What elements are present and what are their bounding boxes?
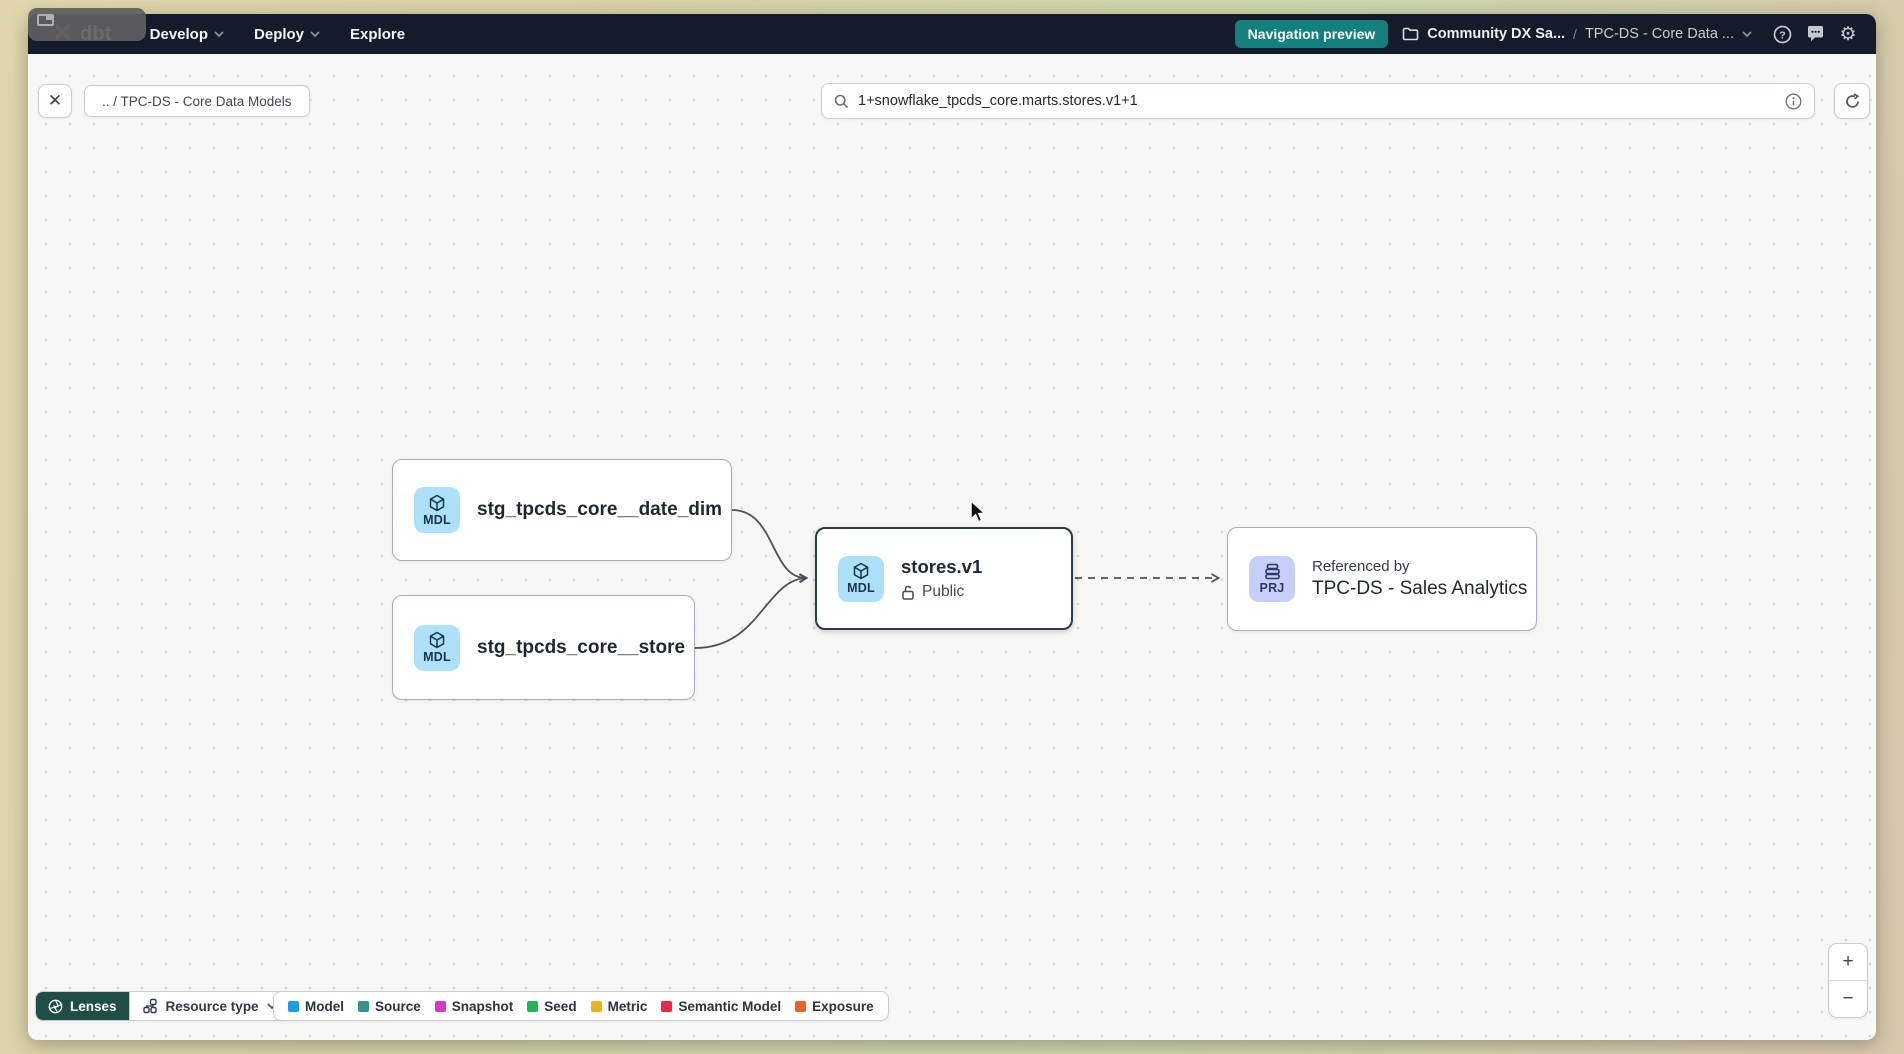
lenses-label: Lenses — [70, 998, 117, 1014]
lineage-breadcrumb-chip[interactable]: .. / TPC-DS - Core Data Models — [84, 85, 310, 117]
close-lineage-button[interactable]: ✕ — [38, 84, 72, 118]
nav-item-deploy[interactable]: Deploy — [254, 26, 320, 43]
svg-text:?: ? — [1779, 29, 1785, 41]
nav-item-explore[interactable]: Explore — [350, 26, 405, 43]
legend-item-snapshot: Snapshot — [434, 998, 514, 1014]
legend-items: Model Source Snapshot Seed Metric Semantic Mo… — [273, 991, 889, 1021]
nav-right: Navigation preview Community DX Sa... / … — [1234, 20, 1858, 48]
model-resource-badge: MDL — [838, 555, 884, 602]
resource-type-icon — [142, 998, 157, 1014]
model-resource-badge: MDL — [414, 487, 460, 533]
stack-icon — [1264, 563, 1280, 580]
node-label: stores.v1 — [901, 556, 983, 577]
resource-type-dropdown[interactable]: Resource type — [128, 992, 289, 1020]
badge-label: MDL — [423, 650, 451, 664]
legend-label: Exposure — [812, 998, 874, 1014]
legend-swatch — [527, 1000, 539, 1012]
zoom-controls: + − — [1828, 943, 1868, 1018]
nav-item-develop[interactable]: Develop — [150, 26, 224, 43]
nav-item-label: Explore — [350, 25, 406, 43]
info-icon[interactable] — [1785, 92, 1802, 110]
node-text-block: stores.v1 Public — [901, 556, 982, 601]
nav-item-label: Develop — [149, 25, 209, 43]
node-label: TPC-DS - Sales Analytics — [1312, 578, 1528, 599]
legend-swatch — [434, 1000, 446, 1012]
access-label: Public — [922, 583, 965, 600]
chevron-down-icon — [1742, 31, 1752, 37]
legend-swatch — [795, 1000, 807, 1012]
legend-item-seed: Seed — [527, 998, 577, 1014]
node-text-block: Referenced by TPC-DS - Sales Analytics — [1312, 558, 1527, 600]
chevron-down-icon — [214, 31, 224, 37]
legend-item-metric: Metric — [590, 998, 648, 1014]
window-icon — [37, 14, 54, 26]
lineage-canvas[interactable]: ✕ .. / TPC-DS - Core Data Models — [28, 54, 1876, 1040]
node-stg-tpcds-core-store[interactable]: MDL stg_tpcds_core__store — [392, 595, 695, 700]
legend-swatch — [590, 1000, 602, 1012]
breadcrumb-section: TPC-DS - Core Data ... — [1584, 26, 1734, 42]
nav-icons: ? ⚙ — [1772, 23, 1858, 45]
settings-gear-icon[interactable]: ⚙ — [1839, 23, 1857, 45]
badge-label: PRJ — [1259, 581, 1285, 595]
legend-label: Snapshot — [451, 998, 514, 1014]
mouse-cursor — [970, 500, 987, 523]
node-access-row: Public — [901, 583, 982, 601]
legend-item-semantic-model: Semantic Model — [661, 999, 781, 1014]
refresh-icon — [1845, 92, 1859, 108]
legend-label: Model — [305, 998, 344, 1014]
resource-type-label: Resource type — [165, 998, 259, 1014]
node-stg-tpcds-core-date-dim[interactable]: MDL stg_tpcds_core__date_dim — [392, 459, 732, 561]
legend-label: Source — [375, 998, 421, 1014]
nav-item-label: Deploy — [254, 25, 305, 43]
cube-icon — [429, 631, 445, 649]
legend-label: Semantic Model — [678, 998, 782, 1014]
badge-label: MDL — [847, 581, 875, 595]
lineage-search-bar — [821, 83, 1815, 119]
legend-swatch — [288, 1000, 299, 1012]
navigation-preview-badge[interactable]: Navigation preview — [1234, 20, 1389, 48]
legend-item-source: Source — [358, 999, 421, 1014]
badge-label: MDL — [423, 512, 451, 527]
legend-swatch — [661, 1000, 673, 1012]
cube-icon — [853, 562, 869, 580]
nav-menus: Develop Deploy Explore — [150, 26, 405, 43]
top-navbar: ✕ dbt Develop Deploy Explore Navigation … — [28, 14, 1876, 54]
screen-capture-overlay — [28, 8, 146, 41]
breadcrumb-separator: / — [1573, 26, 1577, 42]
project-resource-badge: PRJ — [1249, 556, 1295, 602]
node-label: stg_tpcds_core__store — [477, 636, 686, 658]
lenses-control: Lenses Resource type — [35, 991, 290, 1021]
legend-item-model: Model — [288, 999, 344, 1014]
legend-label: Seed — [544, 998, 577, 1014]
lock-open-icon — [902, 585, 914, 600]
lenses-button[interactable]: Lenses — [36, 992, 129, 1020]
node-tpcds-sales-analytics[interactable]: PRJ Referenced by TPC-DS - Sales Analyti… — [1227, 527, 1537, 631]
refresh-lineage-button[interactable] — [1834, 83, 1870, 119]
node-label: stg_tpcds_core__date_dim — [477, 499, 722, 520]
breadcrumb-project: Community DX Sa... — [1427, 26, 1566, 42]
zoom-out-button[interactable]: − — [1842, 988, 1854, 1009]
dbt-app-window: ✕ dbt Develop Deploy Explore Navigation … — [28, 14, 1876, 1040]
legend-label: Metric — [607, 998, 648, 1014]
selector-search-input[interactable] — [858, 93, 1776, 109]
legend-item-exposure: Exposure — [795, 999, 874, 1014]
cube-icon — [429, 494, 445, 511]
account-breadcrumb[interactable]: Community DX Sa... / TPC-DS - Core Data … — [1402, 26, 1752, 42]
model-resource-badge: MDL — [414, 624, 460, 671]
node-kicker: Referenced by — [1312, 558, 1410, 575]
node-stores-v1[interactable]: MDL stores.v1 Public — [815, 527, 1073, 630]
search-icon — [834, 94, 849, 108]
zoom-in-button[interactable]: + — [1829, 944, 1867, 981]
lens-aperture-icon — [48, 999, 63, 1013]
help-icon[interactable]: ? — [1772, 24, 1792, 44]
feedback-icon[interactable] — [1805, 24, 1825, 44]
folder-icon — [1402, 27, 1419, 41]
legend-swatch — [358, 1000, 369, 1012]
chevron-down-icon — [310, 31, 320, 37]
